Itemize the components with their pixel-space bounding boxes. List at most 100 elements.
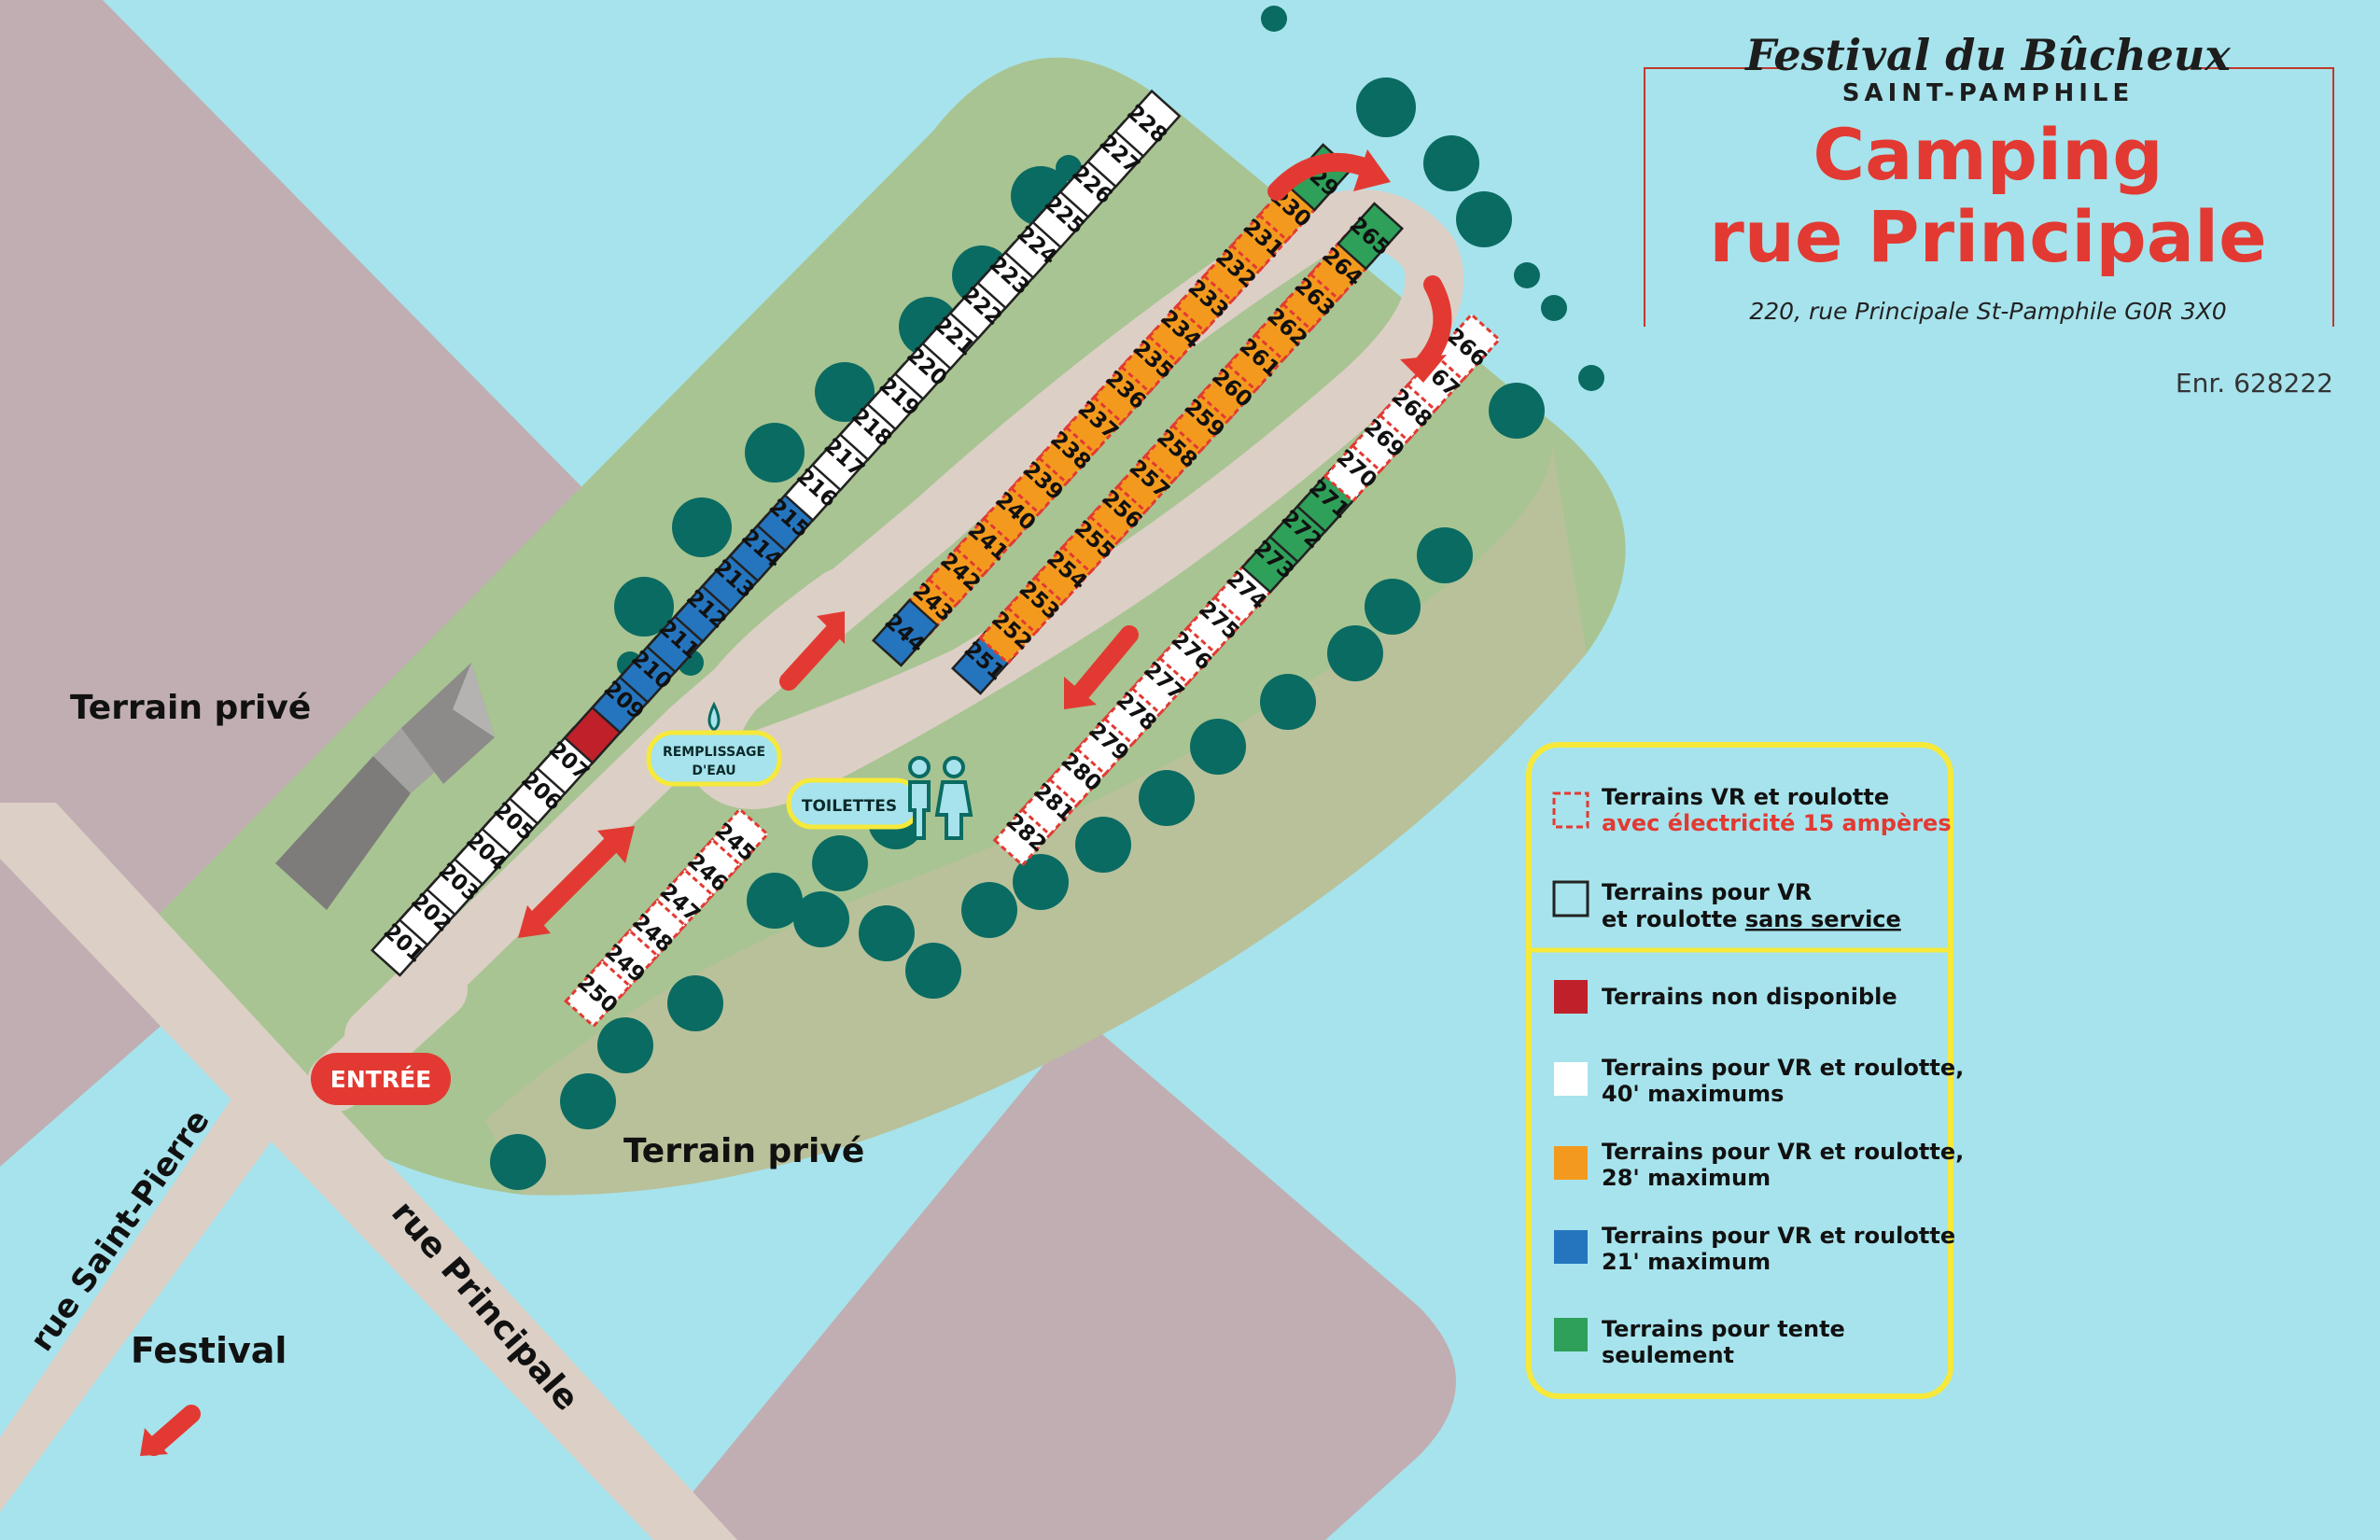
legend-40ft-line2: 40' maximums bbox=[1602, 1081, 1784, 1107]
tree-icon bbox=[1261, 6, 1287, 32]
registration-number: Enr. 628222 bbox=[2176, 368, 2333, 399]
rue-principale-street bbox=[0, 803, 737, 1540]
arrow-entrance-double bbox=[527, 835, 621, 929]
tree-icon bbox=[961, 882, 1017, 938]
arrow-head-5 bbox=[597, 826, 635, 863]
legend-swatch-no-service bbox=[1552, 880, 1589, 917]
legend-electric-line1: Terrains VR et roulotte bbox=[1602, 784, 1889, 810]
campsite-box bbox=[1113, 89, 1182, 159]
private-land-bottom bbox=[653, 1017, 1456, 1540]
legend-unavailable-label: Terrains non disponible bbox=[1602, 984, 1897, 1010]
legend-swatch-21ft bbox=[1554, 1230, 1588, 1264]
legend-40ft-line1: Terrains pour VR et roulotte, bbox=[1602, 1055, 1964, 1081]
tree-icon bbox=[667, 975, 723, 1031]
legend-28ft-line2: 28' maximum bbox=[1602, 1165, 1771, 1191]
legend-no-service-line2b: sans service bbox=[1745, 906, 1901, 932]
legend-21ft-line1: Terrains pour VR et roulotte bbox=[1602, 1223, 1955, 1249]
legend-no-service-line1: Terrains pour VR bbox=[1602, 879, 1812, 905]
private-land-label-bottom: Terrain privé bbox=[623, 1132, 864, 1170]
toilets: TOILETTES bbox=[786, 756, 973, 840]
tree-icon bbox=[490, 1134, 546, 1190]
tree-icon bbox=[1489, 383, 1545, 439]
festival-label: Festival bbox=[131, 1330, 287, 1371]
tree-icon bbox=[745, 423, 805, 483]
tree-icon bbox=[1456, 191, 1512, 247]
festival-logo-text: Festival du Bûcheux bbox=[1743, 30, 2231, 80]
tree-icon bbox=[793, 891, 849, 947]
town-name: SAINT-PAMPHILE bbox=[1842, 79, 2134, 107]
title-line-2: rue Principale bbox=[1709, 195, 2266, 278]
tree-icon bbox=[1260, 674, 1316, 730]
tree-icon bbox=[1541, 295, 1567, 321]
legend-swatch-tent bbox=[1554, 1318, 1588, 1351]
legend-tent-line1: Terrains pour tente bbox=[1602, 1316, 1845, 1342]
legend-swatch-40ft bbox=[1554, 1062, 1588, 1096]
campsite-box bbox=[564, 959, 632, 1029]
water-fill-label-1: REMPLISSAGE bbox=[663, 745, 765, 760]
tree-icon bbox=[905, 943, 961, 999]
tree-icon bbox=[747, 873, 803, 929]
tree-icon bbox=[1365, 579, 1421, 635]
campsite-box bbox=[1336, 202, 1405, 271]
address: 220, rue Principale St-Pamphile G0R 3X0 bbox=[1749, 298, 2226, 325]
header-frame bbox=[1644, 67, 2334, 327]
toilets-icon bbox=[908, 756, 973, 840]
tree-icon bbox=[1075, 817, 1131, 873]
tree-icon bbox=[859, 905, 915, 961]
campsite-box bbox=[871, 598, 940, 667]
campsite-box bbox=[1433, 312, 1502, 383]
tree-icon bbox=[1578, 365, 1604, 391]
arrow-head-3 bbox=[817, 611, 845, 644]
private-land-top-left bbox=[0, 0, 672, 1167]
arrow-head-7 bbox=[140, 1428, 168, 1456]
tree-icon bbox=[812, 835, 868, 891]
legend: Terrains VR et roulotte avec électricité… bbox=[1526, 742, 1964, 1399]
legend-swatch-unavailable bbox=[1554, 980, 1588, 1014]
arrow-down bbox=[1073, 625, 1139, 700]
arrow-head-6 bbox=[518, 905, 551, 938]
campsite-265: 265 bbox=[1336, 202, 1405, 271]
tree-icon bbox=[1013, 854, 1069, 910]
arrow-top-curve bbox=[1267, 152, 1377, 201]
tree-icon bbox=[672, 497, 732, 557]
building-gray bbox=[275, 663, 495, 910]
arrow-heads bbox=[140, 149, 1447, 1456]
water-fill-station: REMPLISSAGE D'EAU bbox=[646, 701, 782, 787]
arrow-head-4 bbox=[1064, 677, 1097, 709]
campsite-250: 250 bbox=[564, 959, 632, 1029]
tree-icon bbox=[1356, 77, 1416, 137]
title-line-1: Camping bbox=[1813, 113, 2163, 196]
legend-box bbox=[1526, 742, 1953, 1399]
legend-electric-line2: avec électricité 15 ampères bbox=[1602, 810, 1952, 836]
tree-icon bbox=[1423, 135, 1479, 191]
legend-swatch-electric bbox=[1552, 791, 1589, 829]
tree-icon bbox=[1139, 770, 1195, 826]
arrow-head-2 bbox=[1400, 355, 1447, 383]
entrance-badge: ENTRÉE bbox=[311, 1053, 451, 1105]
tree-icon bbox=[815, 362, 875, 422]
tree-icon bbox=[1514, 262, 1540, 288]
legend-28ft-line1: Terrains pour VR et roulotte, bbox=[1602, 1139, 1964, 1165]
park-shade bbox=[485, 429, 1587, 1196]
tree-icon bbox=[597, 1017, 653, 1073]
tree-icon bbox=[1327, 625, 1383, 681]
legend-tent-line2: seulement bbox=[1602, 1342, 1734, 1368]
tree-icon bbox=[1190, 719, 1246, 775]
toilets-label: TOILETTES bbox=[802, 797, 897, 816]
tree-icon bbox=[560, 1073, 616, 1129]
legend-no-service-line2a: et roulotte bbox=[1602, 906, 1745, 932]
legend-21ft-line2: 21' maximum bbox=[1602, 1249, 1771, 1275]
arrow-festival bbox=[145, 1405, 201, 1456]
rue-saint-pierre-street bbox=[0, 1083, 280, 1512]
water-fill-label-2: D'EAU bbox=[692, 763, 735, 778]
water-drop-icon bbox=[707, 701, 721, 732]
tree-icon bbox=[614, 577, 674, 637]
tree-icon bbox=[1417, 527, 1473, 583]
arrow-head-1 bbox=[1353, 149, 1391, 191]
private-land-label-top: Terrain privé bbox=[70, 689, 311, 727]
legend-no-service-line2: et roulotte sans service bbox=[1602, 906, 1901, 932]
entrance-label: ENTRÉE bbox=[330, 1066, 431, 1093]
header: Festival du Bûcheux SAINT-PAMPHILE Campi… bbox=[1644, 30, 2334, 399]
